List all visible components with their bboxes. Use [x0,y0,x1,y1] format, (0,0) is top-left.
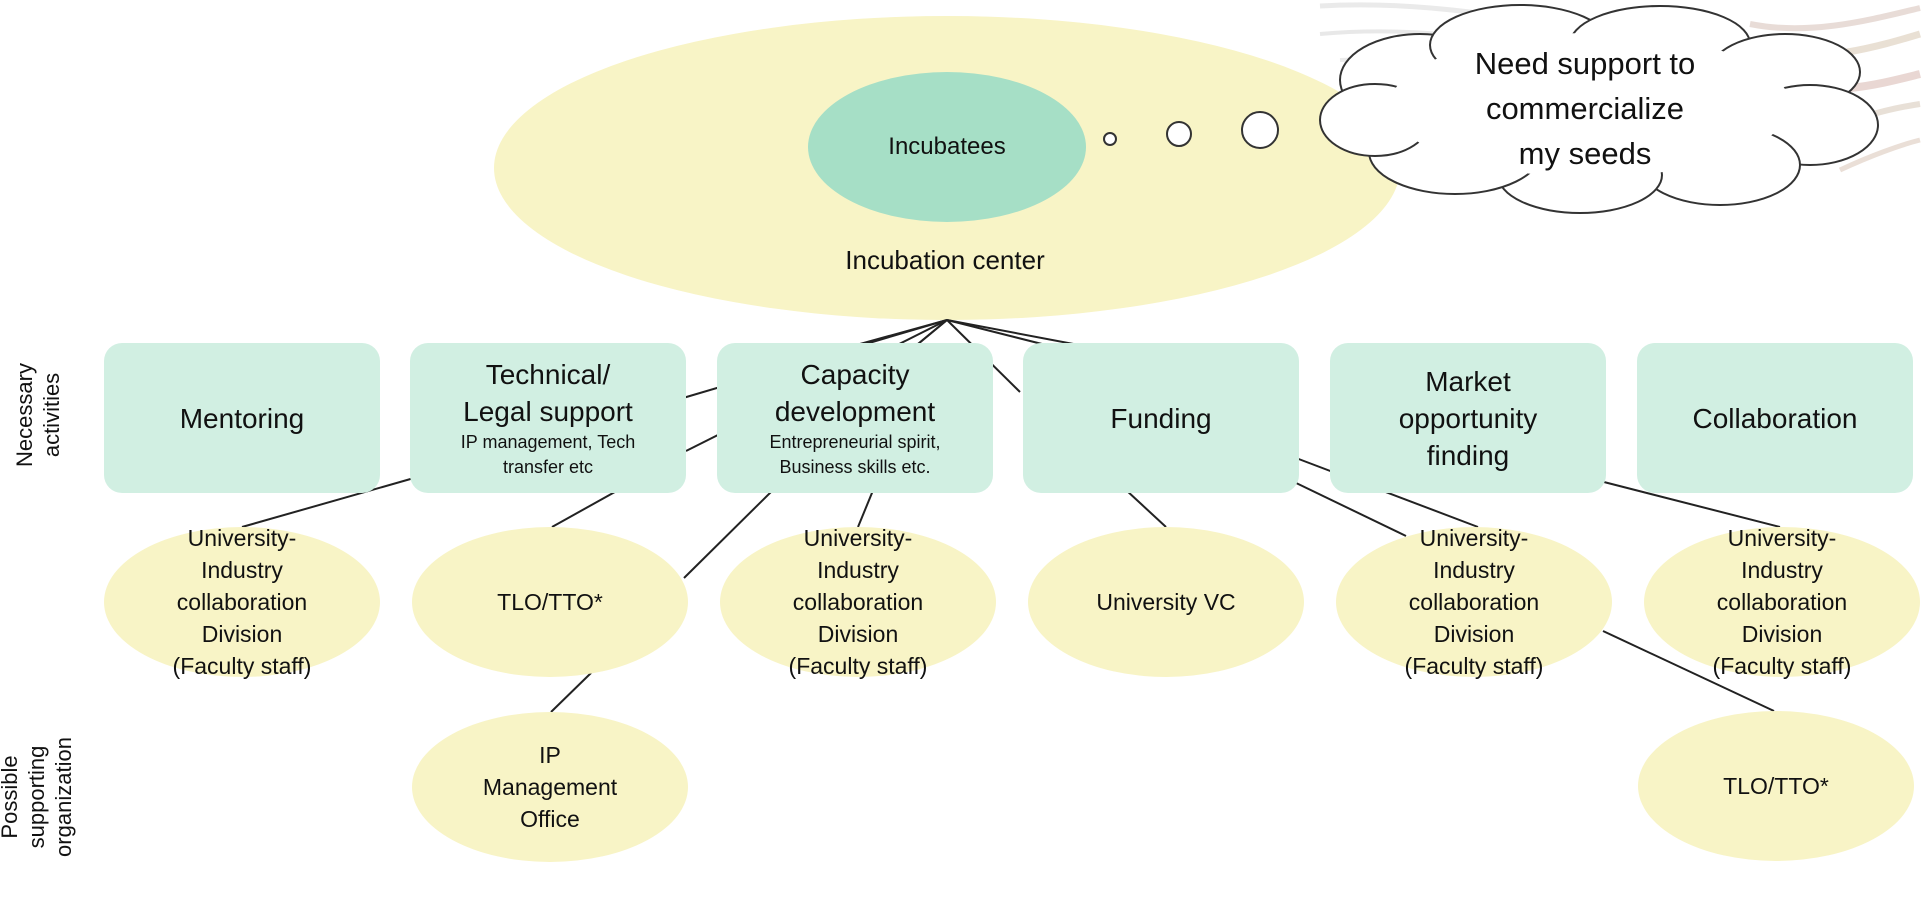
incubation-center-label: Incubation center [845,245,1045,275]
org-label-collaboration-tlo: TLO/TTO* [1723,773,1829,799]
org-ellipse-market [1336,527,1612,677]
org-ellipse-collaboration-tlo [1638,711,1914,861]
thought-text: Need support to commercialize my seeds [1474,45,1696,171]
thought-bubble-large [1241,111,1279,149]
activity-box-capacity-development: Capacity development Entrepreneurial spi… [717,343,993,493]
activity-title: Funding [1110,402,1212,434]
thought-bubble-medium [1166,121,1192,147]
org-label-ip-office: IP Management Office [482,742,618,832]
org-ellipse-mentoring [104,527,380,677]
activity-title: Mentoring [179,402,305,434]
activity-subtitle: Entrepreneurial spirit, Business skills … [769,432,941,477]
thought-bubble-small [1103,132,1117,146]
activity-box-collaboration: Collaboration [1637,343,1913,493]
org-label-mentoring: University- Industry collaboration Divis… [172,525,312,679]
incubatees-label: Incubatees [888,133,1006,160]
org-ellipse-funding [1028,527,1304,677]
org-label-technical-tlo: TLO/TTO* [497,589,603,615]
org-label-funding: University VC [1096,589,1236,615]
org-label-collaboration: University- Industry collaboration Divis… [1712,525,1852,679]
activity-title: Technical/ Legal support [463,359,633,427]
activity-box-mentoring: Mentoring [104,343,380,493]
org-label-capacity: University- Industry collaboration Divis… [788,525,928,679]
activity-box-market-opportunity-finding: Market opportunity finding [1330,343,1606,493]
org-ellipse-collaboration [1644,527,1920,677]
activity-title: Capacity development [774,359,936,427]
incubatees-ellipse [808,72,1086,222]
activity-box-funding: Funding [1023,343,1299,493]
org-label-market: University- Industry collaboration Divis… [1404,525,1544,679]
activity-subtitle: IP management, Tech transfer etc [460,432,636,477]
org-ellipse-technical-tlo [412,527,688,677]
org-ellipse-capacity [720,527,996,677]
activity-box-technical-legal-support: Technical/ Legal support IP management, … [410,343,686,493]
activity-title: Collaboration [1692,402,1858,434]
thought-cloud-shape [1319,4,1879,214]
activity-title: Market opportunity finding [1398,365,1538,471]
org-ellipse-ip-office [412,712,688,862]
